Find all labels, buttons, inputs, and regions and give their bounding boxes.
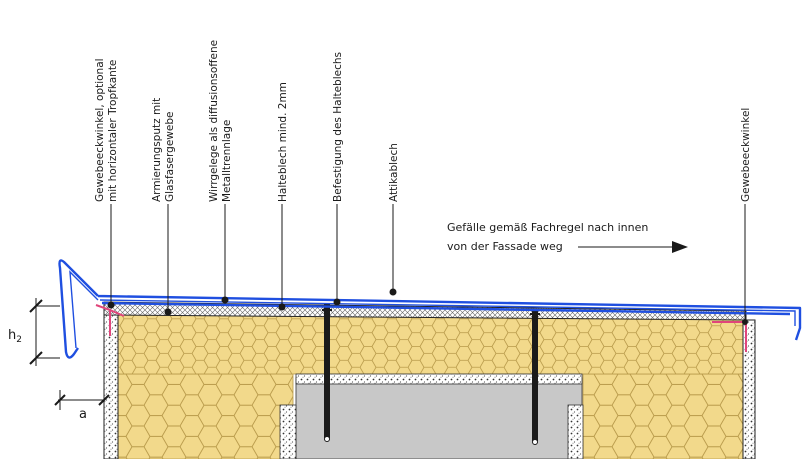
fastening-screw-left: [322, 304, 332, 442]
label-gewebeeckwinkel-line1: Gewebeeckwinkel, optional: [94, 58, 106, 202]
facade-render-left: [103, 314, 119, 459]
parapet-core: [295, 377, 583, 459]
label-attikablech: Attikablech: [388, 143, 400, 202]
mortar-bed-right: [567, 404, 584, 459]
attic-sheet-metal: [58, 259, 802, 359]
fastening-screw-right: [530, 309, 540, 445]
dimension-h2: [29, 298, 60, 366]
mortar-bed-top: [295, 373, 583, 385]
mortar-bed-left: [279, 404, 297, 459]
insulation-lower-left: [117, 373, 294, 459]
label-befestigung: Befestigung des Halteblechs: [332, 52, 344, 202]
label-wirrgelege-line2: Metalltrennlage: [221, 120, 233, 202]
label-armierungsputz-line1: Armierungsputz mit: [151, 98, 163, 202]
slope-arrow: [578, 241, 688, 253]
dimension-h2-label: h2: [8, 328, 22, 345]
leader-dots: [107, 288, 748, 325]
label-armierungsputz-line2: Glasfasergewebe: [164, 112, 176, 202]
facade-render-right: [742, 319, 756, 459]
label-gewebeeckwinkel-right: Gewebeeckwinkel: [740, 108, 752, 202]
attic-sheet-metal-inner: [69, 270, 796, 349]
label-gewebeeckwinkel-line2: mit horizontaler Tropfkante: [107, 60, 119, 202]
dimension-a-label: a: [79, 407, 87, 422]
slope-note-line1: Gefälle gemäß Fachregel nach innen: [447, 221, 648, 234]
slope-note-line2: von der Fassade weg: [447, 240, 563, 253]
insulation-lower-right: [582, 373, 744, 459]
corner-mesh-left: [95, 304, 125, 336]
label-halteblech: Halteblech mind. 2mm: [277, 82, 289, 202]
dimension-a: [54, 390, 110, 410]
leader-lines: [110, 204, 746, 322]
insulation-top: [117, 314, 744, 375]
label-wirrgelege-line1: Wirrgelege als diffusionsoffene: [208, 40, 220, 202]
